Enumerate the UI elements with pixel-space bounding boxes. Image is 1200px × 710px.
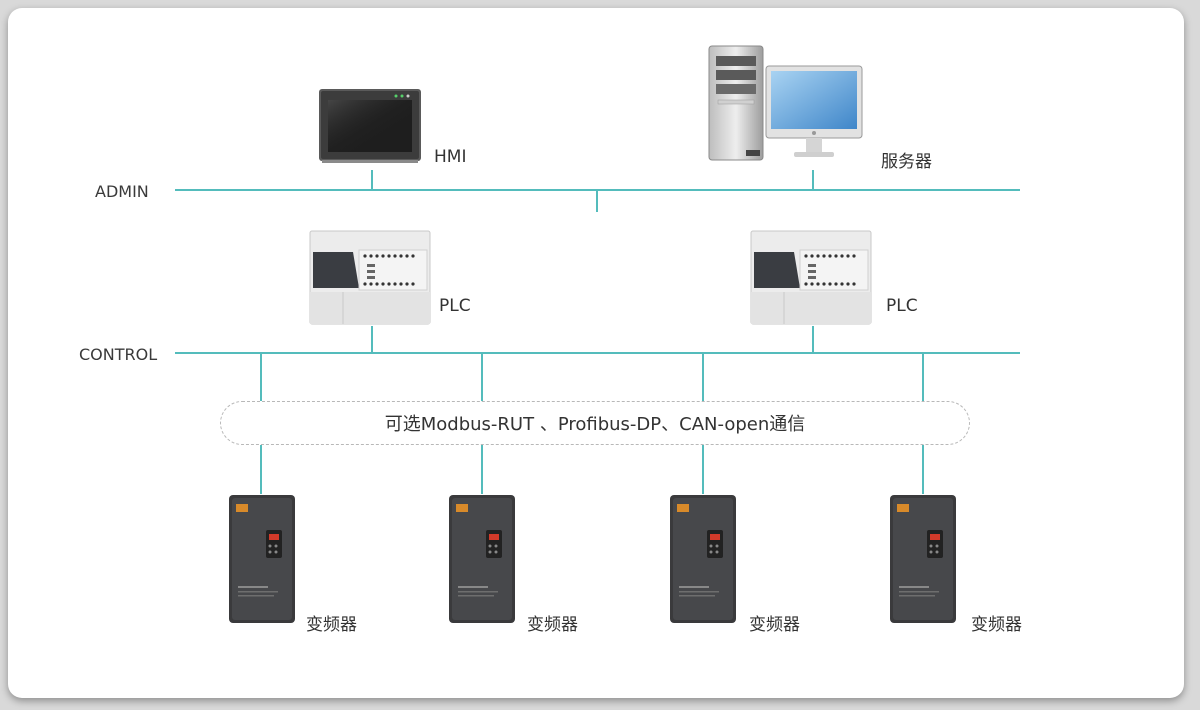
protocol-note-box: 可选Modbus-RUT 、Profibus-DP、CAN-open通信 — [220, 401, 970, 445]
frequency-inverter-icon — [229, 495, 295, 623]
hmi-label: HMI — [434, 147, 467, 167]
admin-bus-label: ADMIN — [95, 182, 149, 201]
control-bus-label: CONTROL — [79, 345, 158, 364]
vfd2-label: 变频器 — [527, 615, 578, 635]
plc-controller-icon — [750, 230, 872, 325]
hmi-drop-line — [371, 170, 373, 190]
vfd2-upper-line — [481, 353, 483, 401]
touchscreen-hmi-icon — [319, 89, 421, 163]
server-drop-line — [812, 170, 814, 190]
vfd4-lower-line — [922, 444, 924, 494]
control-bus-line — [175, 352, 1020, 354]
admin-center-drop-line — [596, 190, 598, 212]
plc-left-label: PLC — [439, 296, 471, 316]
desktop-server-icon — [708, 45, 863, 161]
vfd4-upper-line — [922, 353, 924, 401]
plc-controller-icon — [309, 230, 431, 325]
vfd4-label: 变频器 — [971, 615, 1022, 635]
vfd1-upper-line — [260, 353, 262, 401]
frequency-inverter-icon — [890, 495, 956, 623]
vfd3-label: 变频器 — [749, 615, 800, 635]
vfd1-label: 变频器 — [306, 615, 357, 635]
frequency-inverter-icon — [670, 495, 736, 623]
plc-right-label: PLC — [886, 296, 918, 316]
vfd3-lower-line — [702, 444, 704, 494]
frequency-inverter-icon — [449, 495, 515, 623]
plc-left-drop-line — [371, 326, 373, 353]
vfd2-lower-line — [481, 444, 483, 494]
plc-right-drop-line — [812, 326, 814, 353]
vfd3-upper-line — [702, 353, 704, 401]
protocol-note-text: 可选Modbus-RUT 、Profibus-DP、CAN-open通信 — [384, 414, 806, 435]
server-label: 服务器 — [881, 152, 932, 172]
vfd1-lower-line — [260, 444, 262, 494]
